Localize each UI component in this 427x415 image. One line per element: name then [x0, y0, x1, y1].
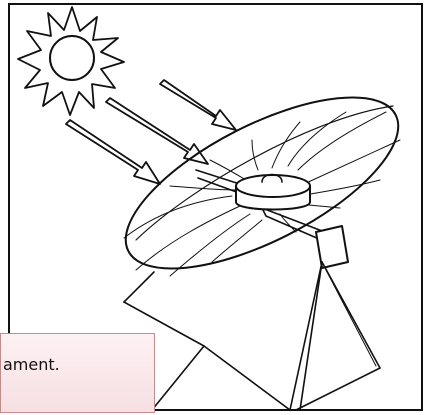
sun-ray-arrows: [66, 80, 236, 184]
mount-bracket: [316, 226, 348, 268]
cooking-pot: [236, 175, 310, 210]
caption-box: ament.: [0, 333, 155, 413]
caption-text: ament.: [3, 355, 60, 374]
tripod-stand: [124, 262, 380, 410]
